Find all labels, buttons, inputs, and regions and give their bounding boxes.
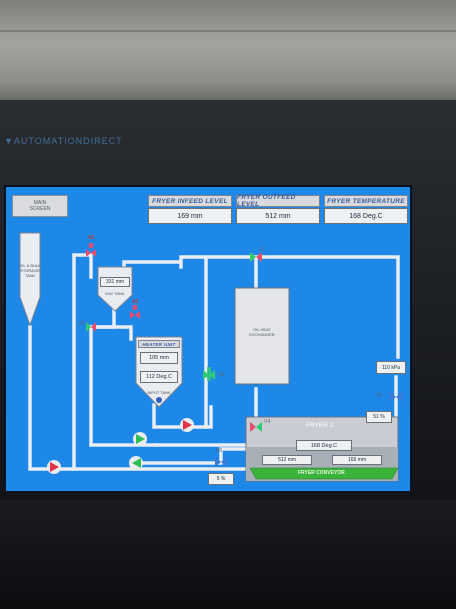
- fryer-outfeed-level-header: FRYER OUTFEED LEVEL: [236, 194, 320, 208]
- valve-v2-label: V2: [78, 321, 85, 327]
- day-tank-level-display: 331 mm: [100, 277, 130, 287]
- valve-v4-icon: [250, 422, 262, 432]
- bulk-tank-label: OIL & BULK STORAGE TANK: [19, 263, 41, 278]
- fryer-temp-display: 168 Deg.C: [296, 440, 352, 451]
- wall-seam: [0, 30, 456, 32]
- valve-v2-icon: [86, 322, 96, 332]
- wall-background: [0, 0, 456, 108]
- pipe-left-riser: [72, 253, 93, 471]
- valve-v4-label: V4: [264, 419, 271, 425]
- heater-tank-sub-label: INPUT TANK: [147, 390, 171, 395]
- valve-a2-label: A2: [132, 299, 139, 305]
- valve-a1-label: A1: [88, 235, 95, 241]
- brand-label: ▼AUTOMATIONDIRECT: [4, 136, 123, 146]
- fryer-temperature-value: 168 Deg.C: [324, 208, 408, 224]
- hmi-lower-bezel: [0, 500, 456, 609]
- valve-a2-icon: [130, 305, 140, 319]
- fryer-level-right-display: 169 mm: [332, 455, 382, 465]
- heater-tank-temp-display: 112 Deg.C: [140, 371, 178, 383]
- valve-a1-icon: [86, 243, 96, 257]
- day-tank-label: DAY TANK: [105, 291, 125, 296]
- valve-v6-percent-display: 5 %: [208, 473, 234, 485]
- pump-green-2-icon: [129, 456, 143, 470]
- hmi-screen: MAIN SCREEN FRYER INFEED LEVEL FRYER OUT…: [4, 185, 412, 493]
- valve-v6-label: V6: [216, 448, 223, 454]
- fryer-infeed-level-header: FRYER INFEED LEVEL: [148, 195, 232, 207]
- valve-v3-icon: [203, 367, 215, 381]
- heat-exchanger: [234, 287, 290, 385]
- main-screen-button[interactable]: MAIN SCREEN: [12, 195, 68, 217]
- valve-v5-percent-display: 51 %: [366, 411, 392, 423]
- valve-v5-label: V5: [376, 393, 383, 399]
- heater-tank-agitator: [156, 397, 162, 403]
- pump-red-icon: [180, 418, 194, 432]
- heater-tank-name: HEATER UNIT: [138, 340, 180, 348]
- bulk-storage-tank: [19, 232, 41, 327]
- fryer-conveyor: [249, 467, 399, 480]
- valve-v1-label: V1: [259, 247, 266, 253]
- pump-green-1-icon: [133, 432, 147, 446]
- heat-exchanger-label: OIL HEAT EXCHANGER: [249, 327, 275, 337]
- fryer-temperature-header: FRYER TEMPERATURE: [324, 195, 408, 207]
- fryer-level-left-display: 512 mm: [262, 455, 312, 465]
- fryer-outfeed-level-value: 512 mm: [236, 208, 320, 224]
- valve-v1-icon: [250, 252, 262, 262]
- valve-v5-icon: [390, 392, 402, 402]
- valve-v3-label: V3: [218, 372, 225, 378]
- day-tank: [97, 266, 133, 312]
- fryer-conveyor-label: FRYER CONVEYOR: [298, 470, 345, 476]
- fryer-title: FRYER 2: [306, 422, 334, 429]
- heater-tank-level-display: 105 mm: [140, 352, 178, 364]
- pump-left-icon: [47, 460, 61, 474]
- pressure-display: 110 kPa: [376, 361, 406, 374]
- fryer-infeed-level-value: 169 mm: [148, 208, 232, 224]
- valve-v6-icon: [215, 457, 227, 467]
